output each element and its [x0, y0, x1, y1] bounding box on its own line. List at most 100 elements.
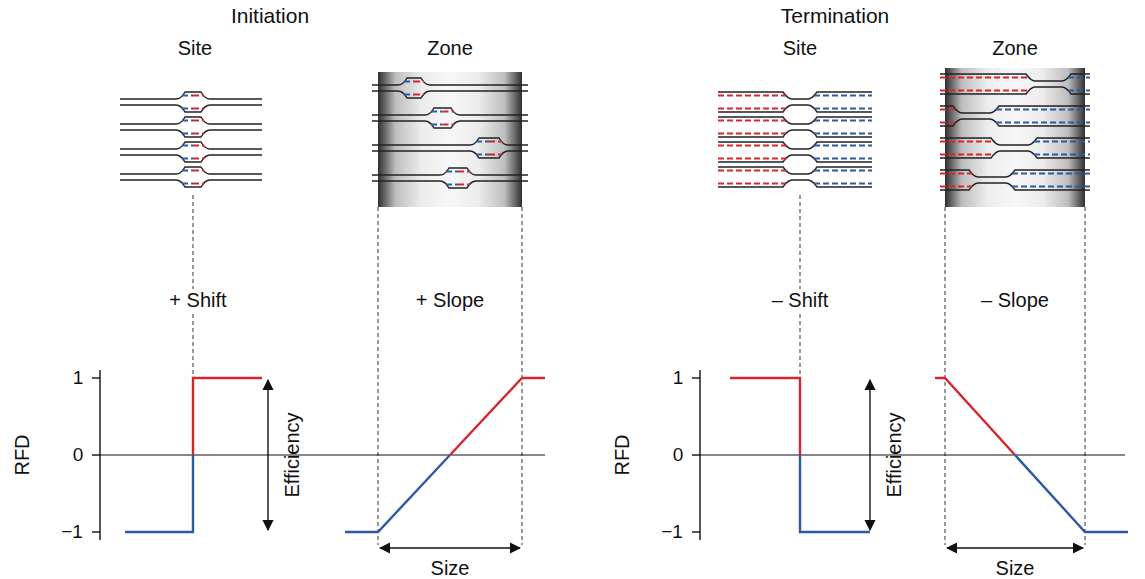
leftward-daughter [182, 120, 193, 122]
rightward-daughter [718, 133, 786, 135]
axis-title: RFD [11, 434, 33, 475]
rightward-daughter [718, 170, 786, 172]
guide-lines [193, 195, 1085, 545]
rfd-curve [450, 378, 545, 455]
rightward-daughter [489, 141, 502, 143]
rightward-daughter [458, 184, 470, 186]
leftward-daughter [476, 141, 489, 143]
dimension-label: Size [431, 557, 470, 579]
tick-label: 1 [73, 368, 84, 389]
leftward-daughter [404, 94, 414, 96]
rfd-curve [193, 378, 262, 455]
rightward-daughter [940, 186, 972, 188]
leftward-daughter [814, 170, 872, 172]
signature-label: – Shift [769, 289, 832, 311]
panel-subheading: Site [178, 37, 212, 59]
tick-label: 0 [73, 445, 84, 466]
leftward-daughter [814, 108, 872, 110]
dimension-arrow [380, 547, 520, 548]
parental-strand [718, 155, 872, 162]
parental-strand [718, 130, 872, 137]
leftward-daughter [996, 109, 1090, 111]
rightward-daughter [718, 158, 786, 160]
signature-label: – Slope [981, 289, 1049, 311]
parental-strand [940, 138, 1090, 145]
parental-strand [372, 108, 528, 115]
leftward-daughter [814, 158, 872, 160]
panel-heading: Termination [781, 4, 890, 27]
dimension-arrow [947, 547, 1083, 548]
dimension-label: Efficiency [883, 412, 905, 497]
rightward-daughter [718, 120, 786, 122]
panel-subheading: Site [783, 37, 817, 59]
parental-strand [718, 92, 872, 99]
dimension-arrow [267, 380, 268, 530]
rightward-daughter [940, 77, 1029, 79]
parental-strand [120, 130, 262, 137]
signature-label: + Shift [166, 289, 229, 311]
parental-strand [718, 180, 872, 187]
parental-strand [718, 142, 872, 149]
leftward-daughter [1034, 141, 1090, 143]
parental-strand [372, 151, 528, 158]
guide-dashed-line [378, 207, 379, 545]
parental-strand [940, 74, 1090, 81]
axis-tick [692, 531, 700, 532]
parental-strand [718, 117, 872, 124]
rightward-daughter [193, 133, 204, 135]
leftward-daughter [1034, 154, 1090, 156]
leftward-daughter [182, 95, 193, 97]
parental-strand [940, 106, 1090, 113]
rightward-daughter [940, 122, 956, 124]
leftward-daughter [1068, 90, 1090, 92]
parental-strand [372, 168, 528, 175]
parental-strand [940, 183, 1090, 190]
dimension-label: Efficiency [281, 412, 303, 497]
leftward-daughter [814, 95, 872, 97]
parental-strand [372, 121, 528, 128]
leftward-daughter [404, 81, 414, 83]
leftward-daughter [431, 111, 443, 113]
rightward-daughter [940, 154, 994, 156]
leftward-daughter [814, 183, 872, 185]
panel-subheading: Zone [427, 37, 473, 59]
rightward-daughter [193, 183, 204, 185]
parental-strand [120, 142, 262, 149]
leftward-daughter [814, 120, 872, 122]
leftward-daughter [476, 154, 489, 156]
rfd-curve [1015, 455, 1128, 532]
leftward-daughter [446, 184, 458, 186]
parental-strand [940, 119, 1090, 126]
signature-label: + Slope [416, 289, 484, 311]
tick-label: −1 [661, 522, 683, 543]
parental-strand [120, 167, 262, 174]
parental-strand [120, 180, 262, 187]
axis-tick [92, 531, 100, 532]
panel-heading: Initiation [231, 4, 309, 27]
leftward-daughter [182, 133, 193, 135]
tick-label: −1 [61, 522, 83, 543]
axis-tick [92, 377, 100, 378]
parental-strand [372, 91, 528, 98]
guide-dashed-line [800, 195, 801, 375]
rightward-daughter [443, 124, 455, 126]
parental-strand [120, 105, 262, 112]
leftward-daughter [182, 145, 193, 147]
panel-subheading: Zone [992, 37, 1038, 59]
rightward-daughter [193, 145, 204, 147]
tick-label: 1 [673, 368, 684, 389]
rightward-daughter [718, 108, 786, 110]
leftward-daughter [814, 145, 872, 147]
leftward-daughter [996, 122, 1090, 124]
leftward-daughter [182, 158, 193, 160]
parental-strand [120, 92, 262, 99]
zero-line [100, 454, 545, 455]
leftward-daughter [814, 133, 872, 135]
rfd-curve [345, 455, 450, 532]
dimension-arrow [869, 380, 870, 530]
rfd-curve [935, 378, 1015, 455]
rightward-daughter [193, 95, 204, 97]
rfd-curve [800, 455, 870, 532]
guide-dashed-line [1085, 207, 1086, 545]
zero-line [700, 454, 1125, 455]
